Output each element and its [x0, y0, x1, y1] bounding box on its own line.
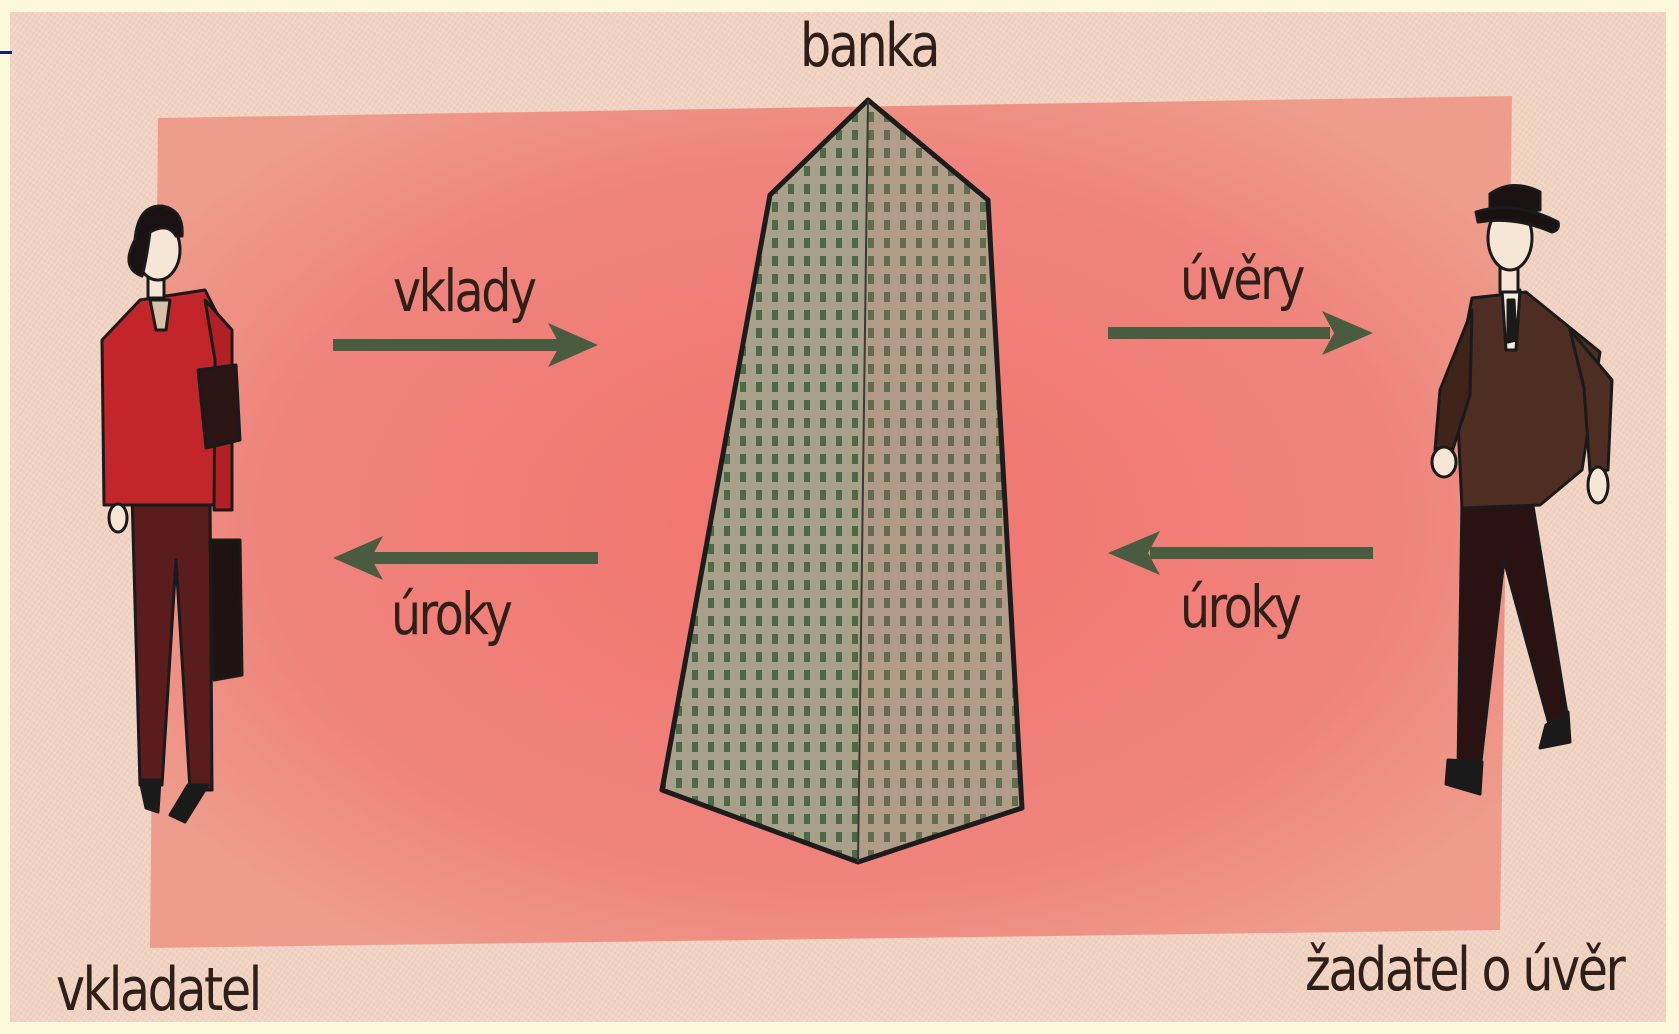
bank-label: banka [800, 11, 941, 81]
arrow-interest-to-depositor [333, 536, 598, 580]
arrow-loans [1108, 311, 1373, 355]
depositor-figure [100, 204, 244, 824]
borrower-label: žadatel o úvěr [1305, 935, 1626, 1005]
deposits-label: vklady [393, 257, 537, 325]
corner-tick-mark [0, 51, 12, 54]
interest-to-depositor-label: úroky [391, 580, 513, 648]
borrower-figure [1430, 184, 1614, 796]
arrow-deposits [333, 323, 598, 367]
interest-from-borrower-label: úroky [1180, 573, 1302, 641]
arrow-interest-from-borrower [1108, 531, 1373, 575]
loans-label: úvěry [1180, 245, 1305, 313]
depositor-label: vkladatel [56, 955, 262, 1025]
